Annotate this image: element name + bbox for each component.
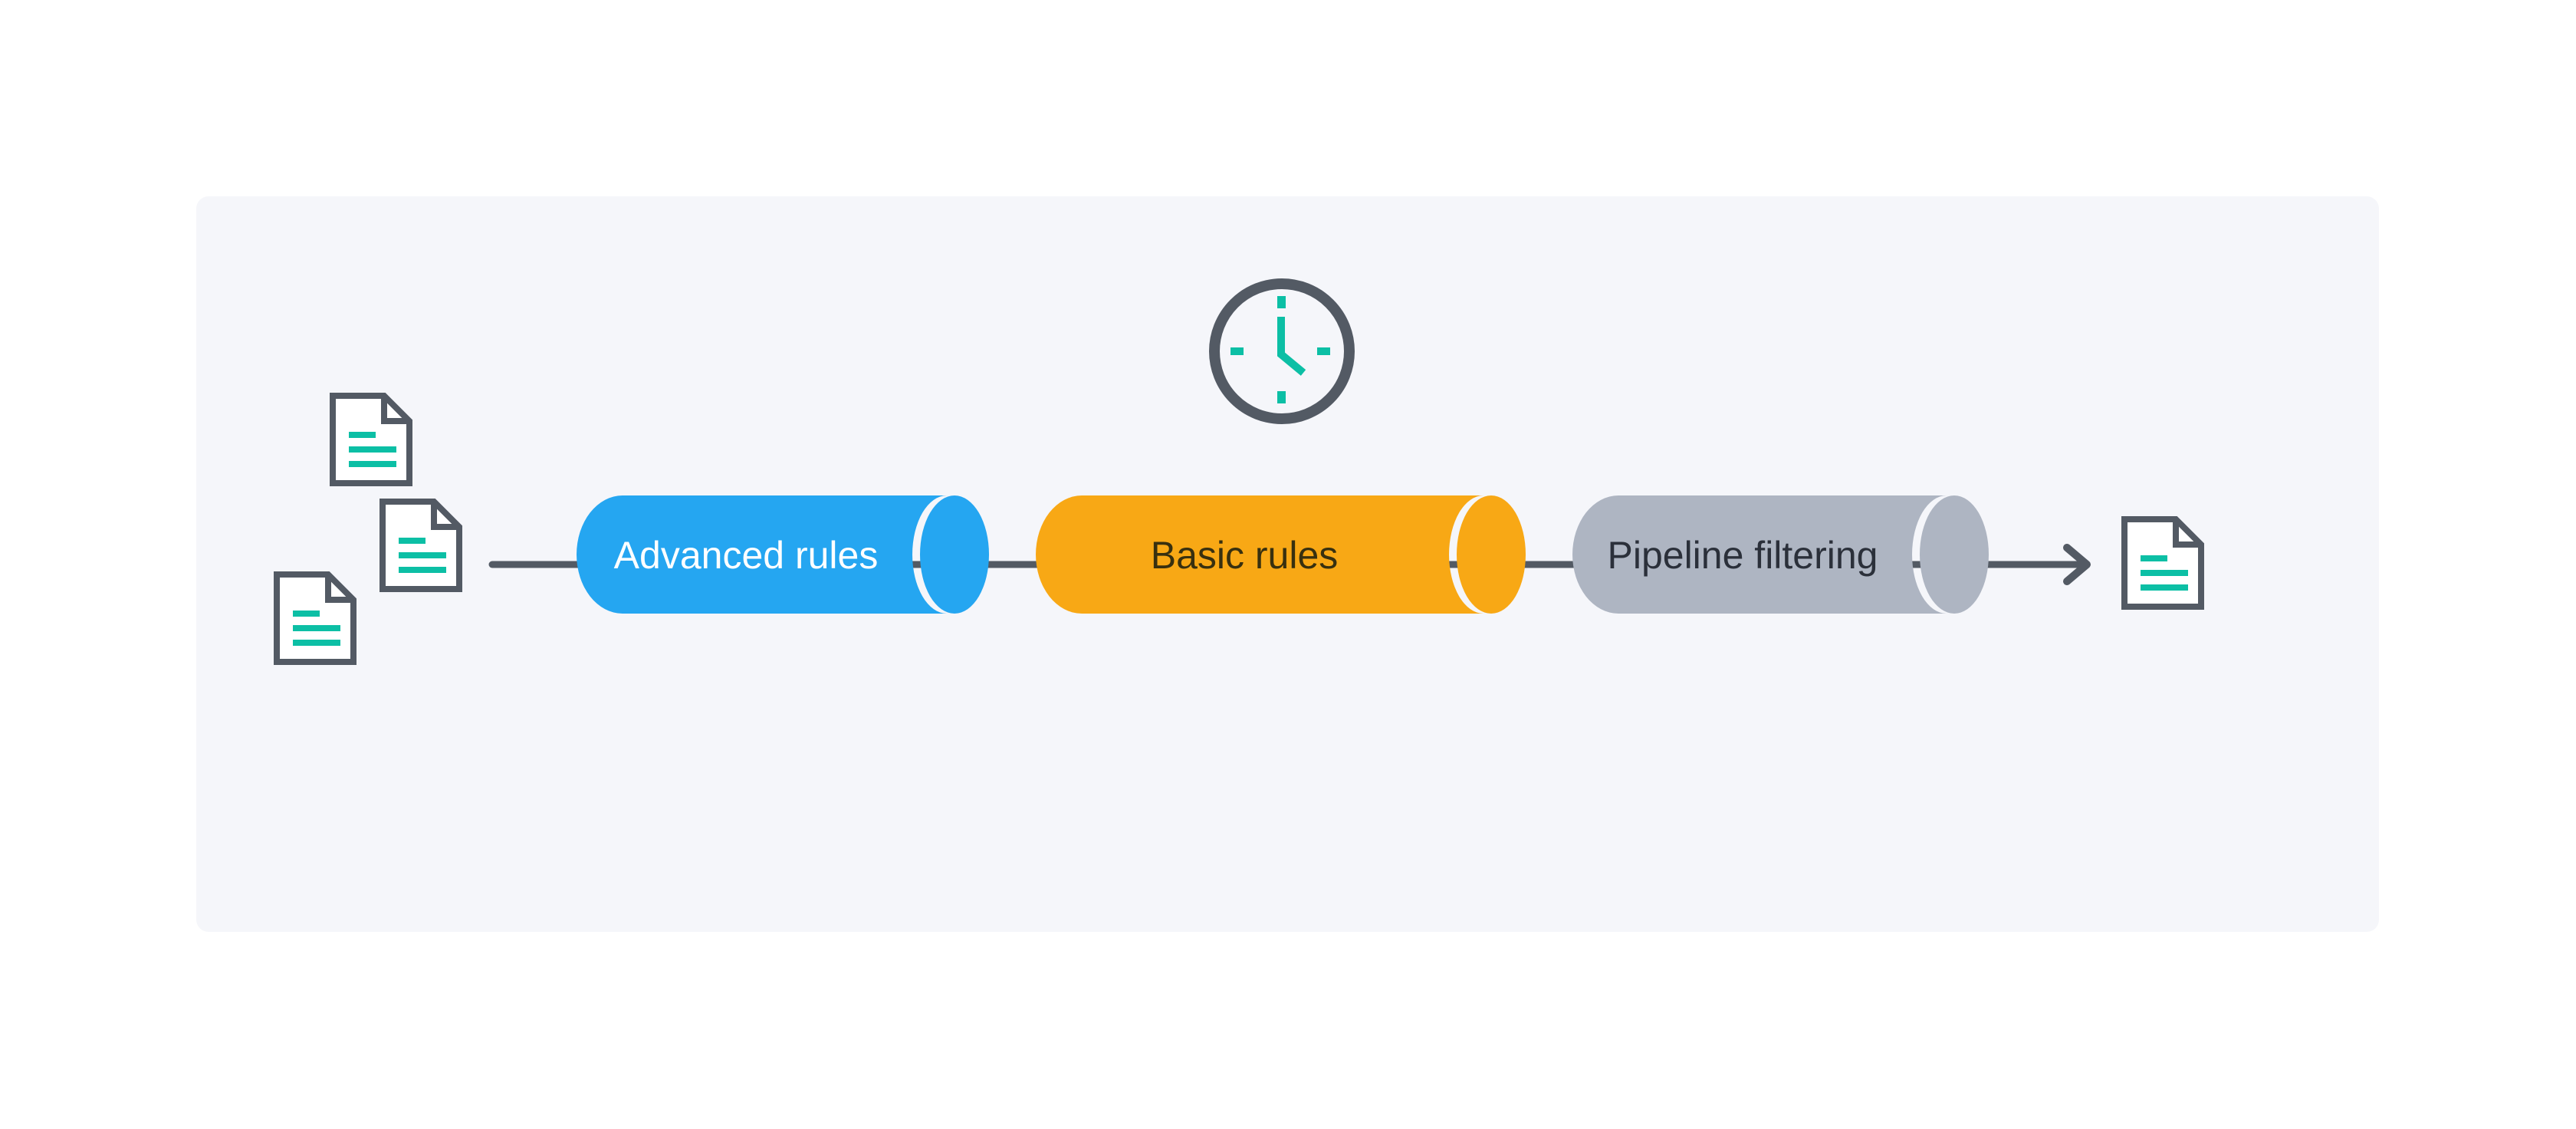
stage-pipeline-filtering: Pipeline filtering bbox=[1572, 495, 1989, 614]
cylinder-cap bbox=[1920, 495, 1989, 614]
document-fold bbox=[2173, 519, 2201, 548]
clock-tick-6 bbox=[1277, 391, 1286, 403]
stage-advanced-rules: Advanced rules bbox=[577, 495, 989, 614]
clock-icon bbox=[1209, 278, 1355, 424]
document-text-line bbox=[399, 567, 446, 573]
document-text-line bbox=[399, 552, 446, 558]
stage-label-pipeline-filtering: Pipeline filtering bbox=[1608, 534, 1878, 577]
document-text-line bbox=[349, 446, 396, 453]
cylinder-body bbox=[577, 495, 947, 614]
cylinder-cap bbox=[920, 495, 989, 614]
cylinder-cap bbox=[1457, 495, 1526, 614]
document-outline bbox=[274, 571, 356, 665]
clock-hands bbox=[1277, 317, 1306, 376]
document-outline bbox=[330, 393, 412, 486]
document-text-line bbox=[399, 538, 426, 544]
document-text-line bbox=[293, 640, 340, 646]
arrow-icon bbox=[2063, 544, 2091, 585]
cylinder-body bbox=[1036, 495, 1484, 614]
document-outline bbox=[380, 499, 462, 592]
input-document-icon-1 bbox=[330, 393, 412, 486]
clock-tick-3 bbox=[1317, 347, 1330, 355]
clock-tick-12 bbox=[1277, 296, 1286, 308]
input-document-icon-3 bbox=[274, 571, 356, 665]
stage-label-basic-rules: Basic rules bbox=[1151, 534, 1339, 577]
document-text-line bbox=[349, 461, 396, 467]
document-text-line bbox=[2141, 570, 2188, 576]
document-text-line bbox=[349, 432, 376, 438]
input-document-icon-2 bbox=[380, 499, 462, 592]
stage-label-advanced-rules: Advanced rules bbox=[614, 534, 879, 577]
document-outline bbox=[2121, 516, 2204, 610]
document-text-line bbox=[293, 625, 340, 631]
cylinder-body bbox=[1572, 495, 1947, 614]
document-fold bbox=[431, 502, 459, 530]
output-document-icon bbox=[2121, 516, 2204, 610]
document-text-line bbox=[293, 611, 320, 617]
clock-face-ring bbox=[1209, 278, 1355, 424]
document-text-line bbox=[2141, 555, 2167, 561]
clock-tick-9 bbox=[1230, 347, 1244, 355]
document-fold bbox=[325, 574, 353, 603]
document-text-line bbox=[2141, 584, 2188, 591]
stage-basic-rules: Basic rules bbox=[1036, 495, 1526, 614]
document-fold bbox=[381, 396, 409, 424]
